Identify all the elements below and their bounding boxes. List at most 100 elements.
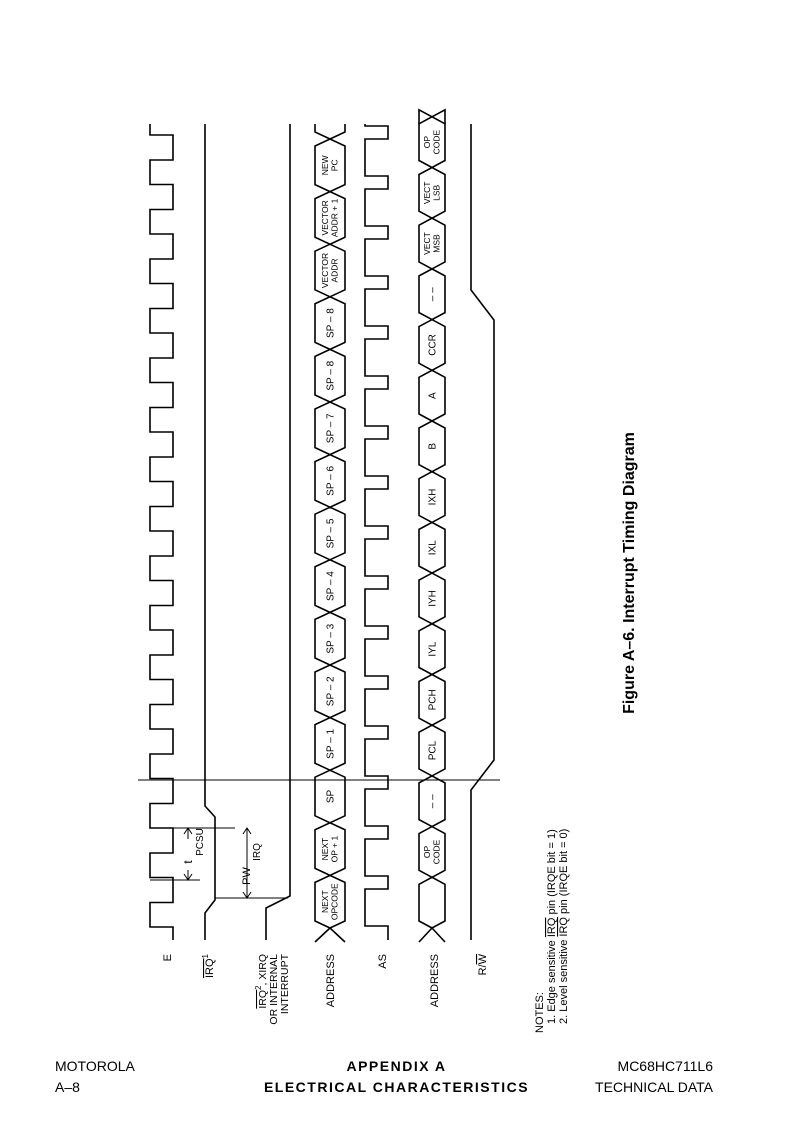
signal-label-rw: R/W <box>477 953 489 975</box>
address-bus-2-cell-label: A <box>428 392 439 399</box>
address-bus-1-cell-label: SP – 8 <box>326 360 337 390</box>
address-bus-2-end-left <box>418 108 433 124</box>
address-bus-1-end-right <box>329 124 346 140</box>
address-bus-1-cell-label: SP – 5 <box>326 518 337 548</box>
address-bus-2-cell <box>418 876 446 929</box>
address-bus-1-cell-text: OP + 1 <box>330 836 340 863</box>
pwirq-sub-label: IRQ <box>252 843 263 861</box>
address-bus-2-cell-label: PCL <box>428 740 439 760</box>
address-bus-2-cell-text: OP <box>422 136 432 149</box>
address-bus-1-end-left <box>314 124 331 140</box>
pwirq-label: PW <box>241 867 253 885</box>
address-bus-1-cell-text: SP – 3 <box>326 623 337 653</box>
address-bus-1-cell-label: SP – 6 <box>326 466 337 496</box>
address-bus-2-cell-label: IXH <box>428 489 439 506</box>
address-bus-2-cell-label: IYL <box>428 641 439 656</box>
address-bus-2-cell-label: IYH <box>428 590 439 607</box>
address-bus-1-cell-text: NEXT <box>320 838 330 861</box>
xirq-irq-text: IRQ <box>257 990 269 1009</box>
address-bus-2-cell-label: B <box>428 443 439 450</box>
irq-superscript: 1 <box>201 953 210 958</box>
pwirq-arrowhead-2 <box>242 827 252 835</box>
irq-waveform <box>204 124 216 940</box>
address-bus-2-cell-text: MSB <box>432 234 442 253</box>
address-bus-2-cell-text: B <box>428 443 439 450</box>
note-1: 1. Edge sensitive IRQ pin (IRQE bit = 1) <box>546 829 558 1024</box>
address-bus-2-cell-text: – – <box>428 794 439 808</box>
tpcsu-arrowhead-1 <box>183 873 193 881</box>
address-bus-2-cell-label: – – <box>428 287 439 301</box>
address-bus-2-cell-text: OP <box>422 845 432 858</box>
address-bus-2-cell-text: VECT <box>422 182 432 205</box>
signal-label-e: E <box>162 954 174 961</box>
address-bus-2-cell-label: PCH <box>428 689 439 710</box>
address-bus-1-cell-text: SP – 5 <box>326 518 337 548</box>
address-bus-2-start <box>418 926 446 943</box>
e-clock-waveform <box>149 124 174 940</box>
pwirq-arrowhead-1 <box>242 891 252 899</box>
address-bus-1-cell-label: SP – 7 <box>326 413 337 443</box>
address-bus-2-cell-text: IXH <box>428 489 439 506</box>
address-bus-1-cell-text: NEW <box>320 155 330 175</box>
rw-waveform <box>470 124 495 940</box>
address-bus-2-cell-text: PCL <box>428 740 439 760</box>
address-bus-2-cell-text: A <box>428 392 439 399</box>
xirq-superscript: 2 <box>254 985 263 990</box>
address-bus-2-cell-text: LSB <box>432 184 442 200</box>
address-bus-1-cell-text: ADDR <box>330 258 340 282</box>
footer-right-2: TECHNICAL DATA <box>595 1079 713 1095</box>
address-bus-1-cell-text: NEXT <box>320 890 330 913</box>
address-bus-1-cell-label: SP <box>326 790 337 804</box>
address-bus-2-cell-text: IYH <box>428 590 439 607</box>
address-bus-1-cell-text: SP – 8 <box>326 308 337 338</box>
address-bus-1-cell-label: SP – 2 <box>326 676 337 706</box>
address-bus-1-cell-text: VECTOR <box>320 253 330 288</box>
footer-left-1: MOTOROLA <box>55 1058 135 1074</box>
figure-caption: Figure A–6. Interrupt Timing Diagram <box>621 432 638 714</box>
address-bus-2-cell-text: IXL <box>428 540 439 555</box>
address-bus-2-end-right <box>431 108 446 124</box>
address-bus-2-cell-text: CCR <box>428 334 439 356</box>
address-bus-2-cell-text: CODE <box>432 839 442 864</box>
address-bus-2-cell-text: PCH <box>428 689 439 710</box>
signal-label-irq: IRQ1 <box>201 953 216 978</box>
address-bus-2-cell-text: CODE <box>432 130 442 155</box>
note-1-pre: 1. Edge sensitive <box>546 937 558 1024</box>
address-bus-2-cell-text: – – <box>428 287 439 301</box>
tpcsu-t-label: t <box>181 860 195 864</box>
note-1-post: pin (IRQE bit = 1) <box>546 829 558 917</box>
irq-text: IRQ <box>204 958 216 978</box>
footer-right-1: MC68HC711L6 <box>617 1058 713 1074</box>
xirq-text: , XIRQ <box>257 954 269 986</box>
signal-label-address-1: ADDRESS <box>325 954 337 1007</box>
address-bus-1-cell-text: ADDR + 1 <box>330 198 340 237</box>
signal-label-address-2: ADDRESS <box>429 954 441 1007</box>
address-bus-1-cell-text: SP <box>326 790 337 804</box>
address-bus-2-cell-text: VECT <box>422 232 432 255</box>
tpcsu-arrowhead-2 <box>183 827 193 835</box>
address-bus-2-cell-text: IYL <box>428 641 439 656</box>
address-bus-1-start <box>314 926 346 943</box>
signal-label-xirq-1: IRQ2, XIRQ <box>254 954 269 1009</box>
tpcsu-sub-label: PCSU <box>195 828 206 856</box>
footer-center-2: ELECTRICAL CHARACTERISTICS <box>263 1079 530 1095</box>
address-bus-1-cell-label: SP – 8 <box>326 308 337 338</box>
address-bus-1-cell-label: SP – 3 <box>326 623 337 653</box>
signal-label-xirq-3: INTERRUPT <box>279 953 291 1014</box>
address-bus-2-cell-label: – – <box>428 794 439 808</box>
as-waveform <box>364 124 389 940</box>
address-bus-1-cell-text: VECTOR <box>320 200 330 235</box>
note-2-bar: IRQ <box>558 917 570 937</box>
note-2: 2. Level sensitive IRQ pin (IRQE bit = 0… <box>558 829 570 1024</box>
